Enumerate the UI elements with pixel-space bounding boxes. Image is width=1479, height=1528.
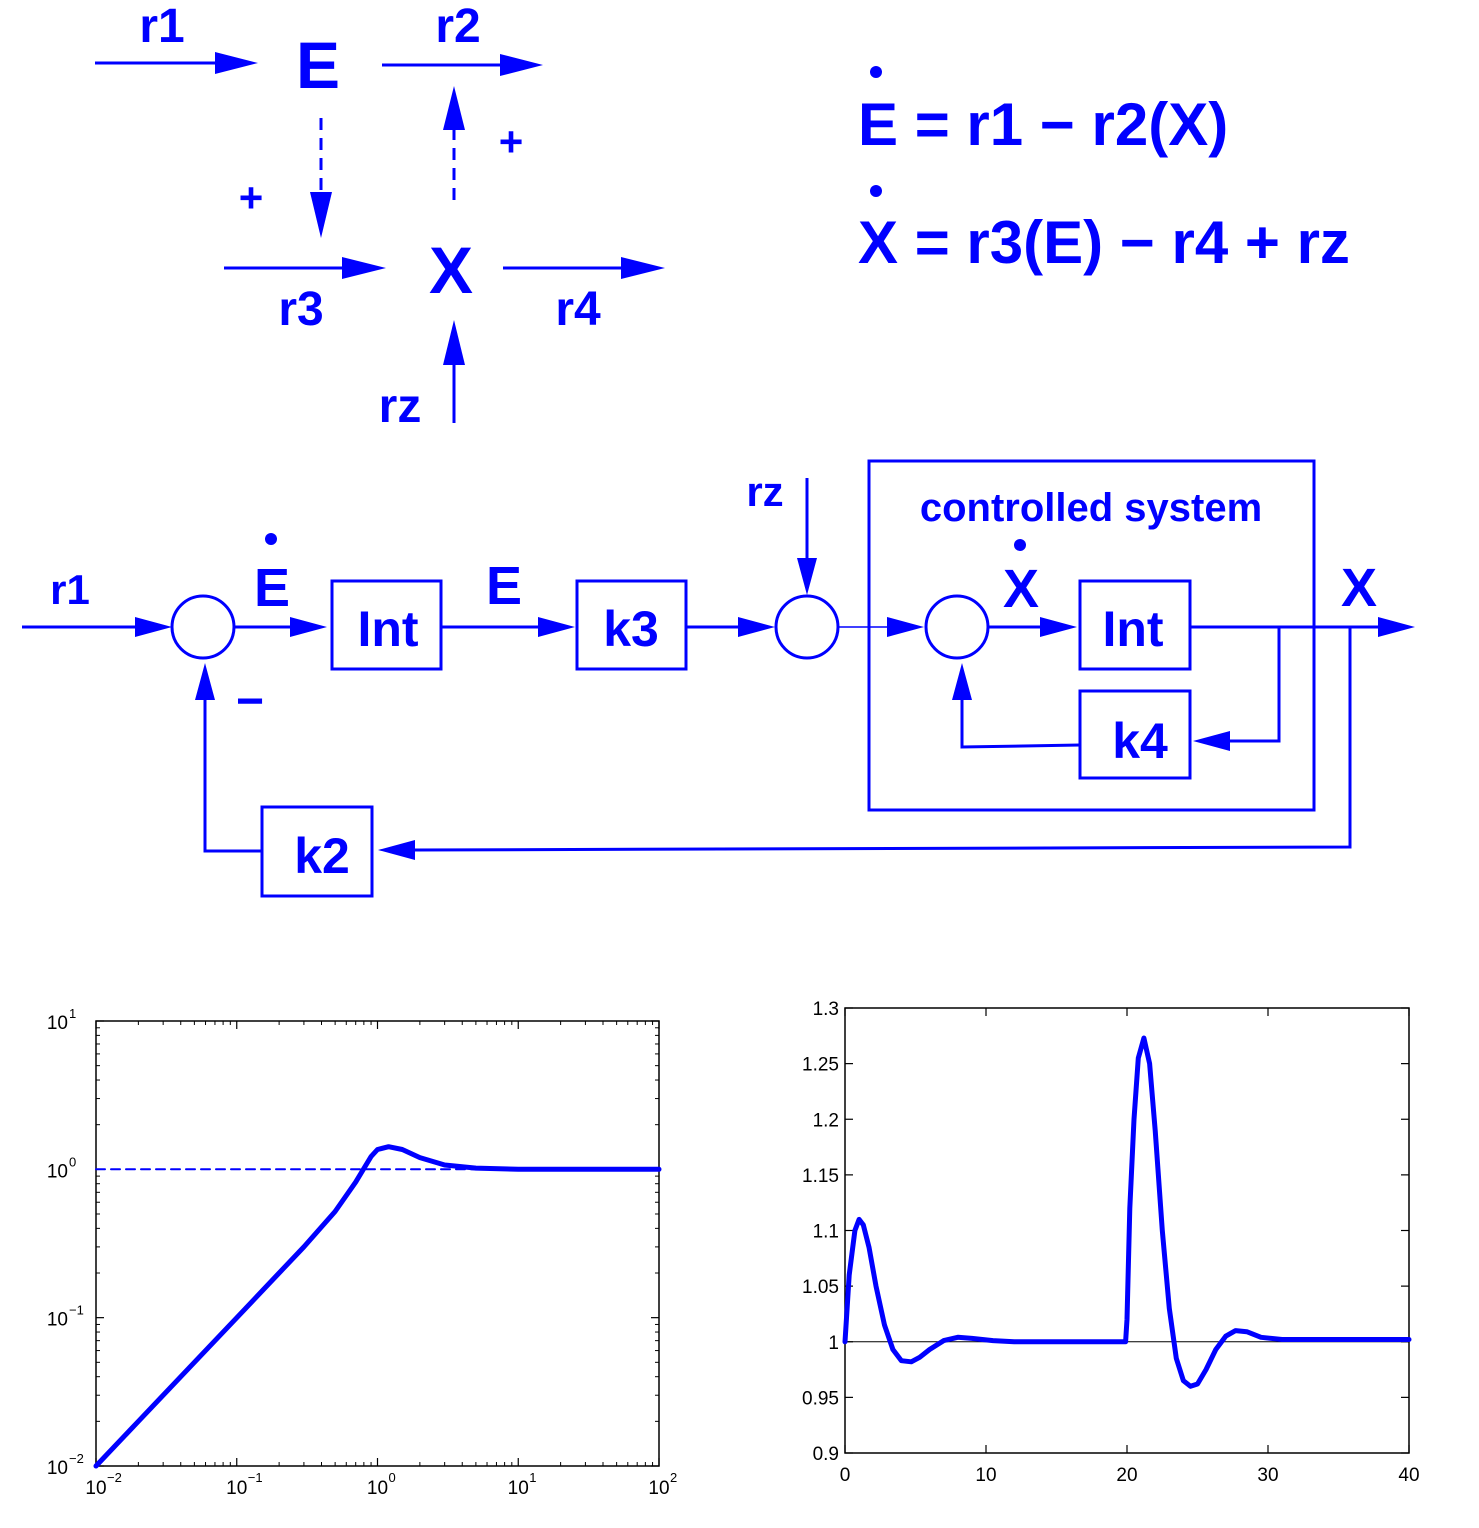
line-k4-feedback-out [960,700,1081,749]
arrowhead-r3 [342,257,386,279]
summing-junction-1 [170,594,236,660]
summing-junction-2 [774,594,840,660]
equation-2: X = r3(E) − r4 + rz [858,209,1350,276]
arrowhead-r2 [500,54,543,76]
arrowhead-k2 [378,840,415,860]
flux-diagram [95,52,665,423]
arrowhead-output [1378,617,1415,637]
series-line-1-0 [93,1144,662,1469]
x-tick-exponent: 2 [670,1470,677,1485]
dot-xdot [1014,539,1026,551]
y-tick-label: 0.95 [802,1388,839,1409]
label-rz: rz [379,380,422,433]
y-tick-label: 10 [47,1310,68,1331]
arrowhead-rz [443,320,465,365]
summing-junction-3 [924,594,990,660]
x-tick-label: 10 [975,1465,996,1486]
y-tick-label: 0.9 [813,1444,839,1465]
dot-edot [265,533,277,545]
x-tick-label: 30 [1257,1465,1278,1486]
arrowhead-int2 [1040,617,1077,637]
x-tick-label: 10 [508,1478,529,1499]
arrowhead-sum2 [738,617,775,637]
y-tick-label: 1.15 [802,1166,839,1187]
block-int-1 [330,579,443,671]
x-tick-label: 0 [840,1465,851,1486]
y-tick-exponent: −1 [69,1303,84,1318]
dot-eq1 [870,66,882,78]
label-rz-input: rz [746,468,783,515]
y-tick-label: 1 [828,1333,839,1354]
x-tick-label: 10 [85,1478,106,1499]
arrowhead-dashed-up [443,86,465,130]
arrowhead-sum3-feedback [952,663,972,700]
dot-eq2 [870,185,882,197]
label-k2: k2 [294,828,350,884]
x-tick-exponent: 0 [389,1470,396,1485]
controlled-system-title: controlled system [920,486,1262,530]
label-r2: r2 [435,0,480,53]
label-e: E [486,556,522,616]
y-tick-label: 10 [47,1161,68,1182]
equation-1: E = r1 − r2(X) [858,91,1228,158]
label-r4: r4 [555,283,601,336]
x-tick-label: 10 [226,1478,247,1499]
arrowhead-sum1-feedback [195,663,215,700]
arrowhead-sum3 [887,617,924,637]
chart-time-response: 0 10 20 30 40 0.9 0.95 1 1.05 1.1 1.15 1.2 1.25 1.3 [802,999,1420,1486]
label-edot: E [254,558,290,618]
label-int-2: Int [1102,601,1163,657]
y-tick-label: 1.25 [802,1055,839,1076]
y-tick-exponent: −2 [69,1451,84,1466]
arrowhead-int1 [290,617,327,637]
line-k4-feedback-in [1230,627,1281,743]
arrowhead-r1-input [135,617,172,637]
label-r3: r3 [278,283,323,336]
y-tick-exponent: 0 [69,1154,76,1169]
controlled-system-frame [867,459,1316,812]
plus-left: + [239,174,264,221]
node-E: E [296,28,340,102]
plus-right: + [499,118,524,165]
y-tick-label: 10 [47,1013,68,1034]
x-tick-exponent: 1 [529,1470,536,1485]
x-tick-label: 20 [1116,1465,1137,1486]
label-r1: r1 [139,0,184,53]
block-diagram [22,459,1415,898]
series-line-2-1 [842,1035,1412,1389]
x-tick-exponent: −1 [248,1470,263,1485]
label-int-1: Int [357,601,418,657]
block-k3 [575,579,688,671]
label-k3: k3 [603,601,659,657]
block-k4 [1078,689,1192,780]
x-tick-label: 10 [367,1478,388,1499]
arrowhead-dashed-down [310,192,332,238]
arrowhead-r1 [215,52,258,74]
block-int-2 [1078,579,1192,671]
y-tick-label: 1.2 [813,1110,839,1131]
line-k2-feedback-in [414,627,1352,852]
label-xdot: X [1003,559,1039,619]
y-tick-label: 1.05 [802,1277,839,1298]
line-k2-feedback-out [203,700,262,853]
label-k4: k4 [1112,713,1168,769]
y-tick-label: 10 [47,1458,68,1479]
x-tick-exponent: −2 [107,1470,122,1485]
arrowhead-rz-input [797,558,817,595]
label-x-output: X [1341,558,1377,618]
x-tick-label: 40 [1398,1465,1419,1486]
arrowhead-k4 [1193,731,1230,751]
plot-frame-1 [95,1020,660,1467]
x-tick-label: 10 [648,1478,669,1499]
minus-sign: − [236,675,264,728]
label-r1-input: r1 [50,566,90,613]
y-tick-label: 1.3 [813,999,839,1020]
y-tick-label: 1.1 [813,1222,839,1243]
arrowhead-r4 [621,257,665,279]
y-tick-exponent: 1 [69,1006,76,1021]
node-X: X [429,233,473,307]
arrowhead-k3 [538,617,575,637]
